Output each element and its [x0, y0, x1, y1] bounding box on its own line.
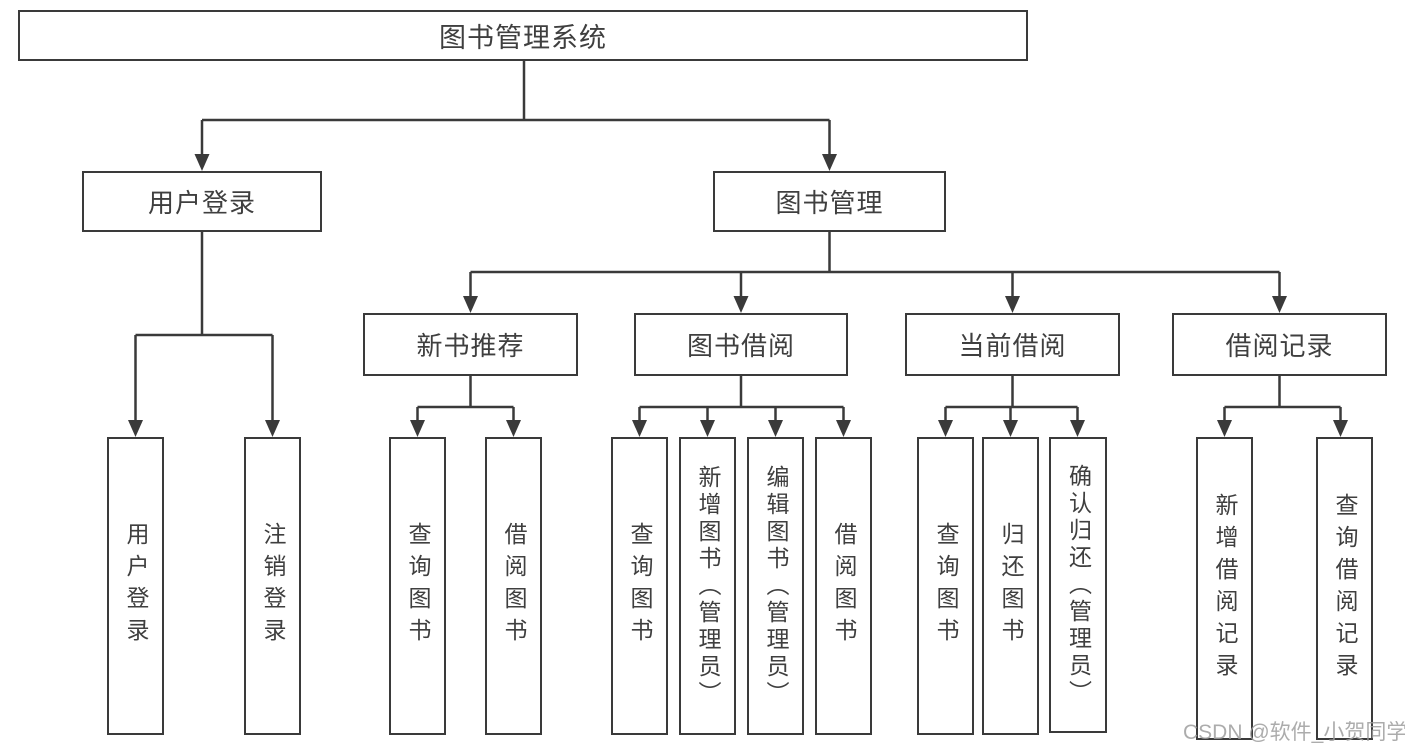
node-library-management-system: 图书管理系统 — [18, 10, 1028, 61]
leaf-query-borrowing-record: 查询借阅记录 — [1316, 437, 1373, 740]
leaf-query-books-borrowing: 查询图书 — [611, 437, 668, 735]
leaf-confirm-return-admin: 确认归还（管理员） — [1049, 437, 1107, 733]
leaf-user-login-label: 用户登录 — [123, 522, 149, 650]
leaf-query-books-current-label: 查询图书 — [933, 522, 959, 650]
leaf-query-books-current: 查询图书 — [917, 437, 974, 735]
leaf-edit-books-admin-label: 编辑图书（管理员） — [763, 464, 789, 708]
node-book-borrowing: 图书借阅 — [634, 313, 848, 376]
node-new-book-recommendation: 新书推荐 — [363, 313, 578, 376]
node-book-management: 图书管理 — [713, 171, 946, 232]
node-borrowing-records-label: 借阅记录 — [1225, 331, 1334, 361]
leaf-logout: 注销登录 — [244, 437, 301, 735]
leaf-confirm-return-admin-label: 确认归还（管理员） — [1065, 463, 1092, 707]
leaf-query-books-borrowing-label: 查询图书 — [627, 522, 653, 650]
leaf-edit-books-admin: 编辑图书（管理员） — [747, 437, 804, 735]
node-current-borrowing: 当前借阅 — [905, 313, 1120, 376]
leaf-query-books-recommend: 查询图书 — [389, 437, 446, 735]
leaf-query-books-recommend-label: 查询图书 — [405, 522, 431, 650]
leaf-add-borrowing-record: 新增借阅记录 — [1196, 437, 1253, 740]
node-current-borrowing-label: 当前借阅 — [958, 331, 1067, 361]
leaf-borrow-books-recommend-label: 借阅图书 — [501, 522, 527, 650]
node-book-borrowing-label: 图书借阅 — [686, 331, 795, 361]
node-borrowing-records: 借阅记录 — [1172, 313, 1387, 376]
node-user-login-label: 用户登录 — [147, 188, 256, 218]
node-new-book-recommendation-label: 新书推荐 — [416, 331, 525, 361]
leaf-borrow-books-recommend: 借阅图书 — [485, 437, 542, 735]
leaf-query-borrowing-record-label: 查询借阅记录 — [1332, 492, 1358, 685]
leaf-borrow-books-borrowing-label: 借阅图书 — [831, 522, 857, 650]
node-library-management-system-label: 图书管理系统 — [439, 23, 607, 53]
leaf-add-books-admin-label: 新增图书（管理员） — [695, 464, 721, 708]
csdn-watermark: CSDN @软件_小贺同学 — [1183, 721, 1405, 744]
leaf-add-books-admin: 新增图书（管理员） — [679, 437, 736, 735]
leaf-return-books: 归还图书 — [982, 437, 1039, 735]
leaf-user-login: 用户登录 — [107, 437, 164, 735]
leaf-add-borrowing-record-label: 新增借阅记录 — [1212, 492, 1238, 685]
leaf-return-books-label: 归还图书 — [998, 522, 1024, 650]
leaf-borrow-books-borrowing: 借阅图书 — [815, 437, 872, 735]
leaf-logout-label: 注销登录 — [260, 522, 286, 650]
node-book-management-label: 图书管理 — [775, 188, 884, 218]
node-user-login: 用户登录 — [82, 171, 322, 232]
